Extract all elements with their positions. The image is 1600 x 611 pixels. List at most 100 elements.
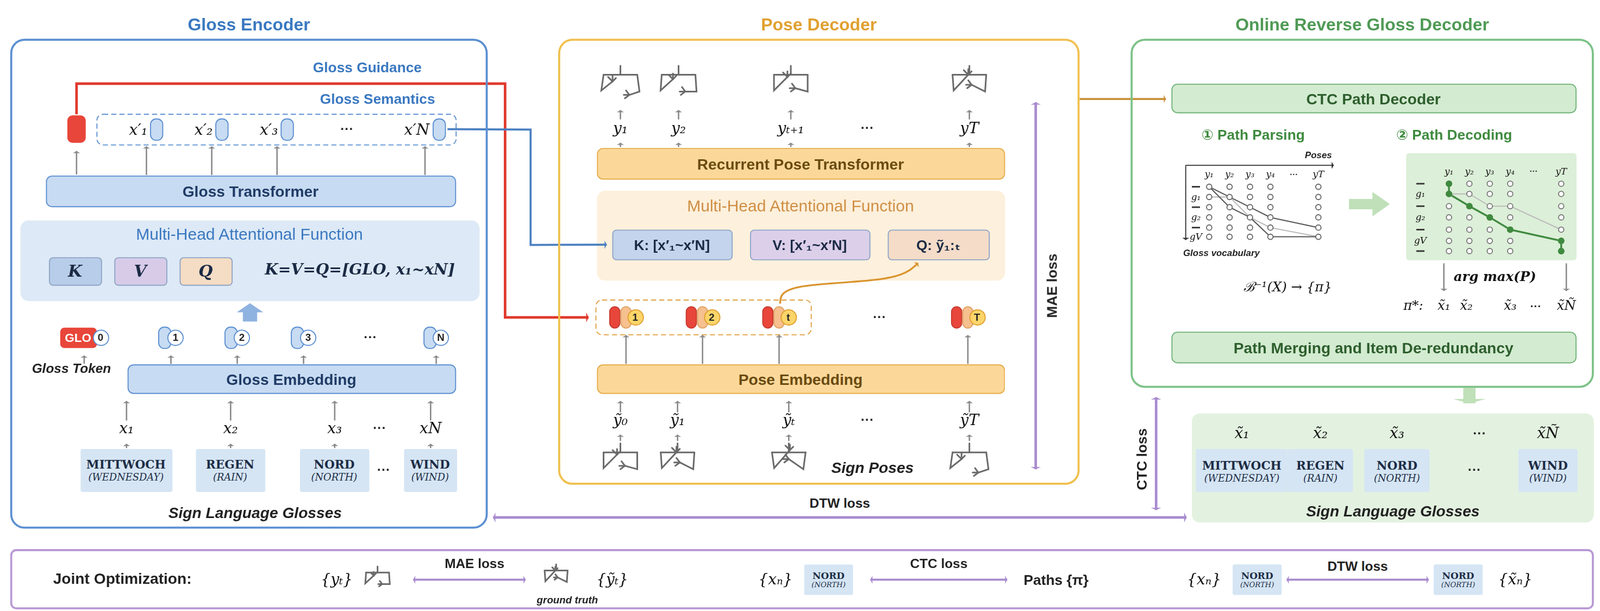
math-label: y₄ [1265, 169, 1275, 180]
pose-stroke [601, 74, 613, 91]
arrow [787, 110, 795, 120]
arrow [616, 110, 624, 120]
arrowhead [785, 434, 793, 437]
pose-stroke [791, 83, 796, 89]
pose-stroke [771, 450, 790, 468]
pose-stroke [975, 467, 979, 473]
arrow [785, 401, 793, 413]
arrow [427, 444, 435, 449]
math-label: x̃₃ [1503, 298, 1517, 314]
connector-line [276, 146, 278, 175]
connector [432, 355, 440, 364]
lattice-node [1206, 234, 1212, 240]
node-text: MITTWOCH [86, 457, 166, 472]
blank-mark [1191, 206, 1200, 209]
node-text: t [779, 308, 797, 325]
connector-line [413, 578, 526, 581]
node-text: NORD [1241, 570, 1274, 581]
arrow [330, 444, 339, 449]
arrowhead [673, 401, 681, 404]
arrowhead [300, 355, 308, 358]
pose-stroke [621, 461, 625, 466]
node-text: x′N [404, 120, 430, 139]
panel: Gloss Encoderx′₁x′₂x′₃x′NGloss Transform… [10, 38, 489, 529]
text-label: ··· [363, 329, 377, 346]
lattice-node [1247, 234, 1253, 240]
arrowhead [427, 401, 435, 404]
text-label: Poses [1304, 150, 1333, 161]
node-text: Q [198, 261, 213, 281]
pose-stroke [616, 451, 621, 455]
lattice-node [1486, 248, 1493, 254]
block-arrow [236, 303, 264, 322]
pose-stroke [978, 452, 989, 473]
math-label: {xₙ} [1186, 570, 1222, 589]
semantic-token: x′N [402, 116, 448, 142]
connector [779, 261, 919, 304]
best-path [1448, 183, 1562, 252]
lattice-node [1247, 194, 1253, 200]
connector [1079, 95, 1166, 104]
arrowhead [80, 355, 88, 358]
arrow [1185, 161, 1334, 170]
math-label: x̃Ñ [1556, 298, 1576, 314]
connector-line [334, 401, 336, 421]
text-label: ··· [872, 309, 886, 325]
node-text: NORD [812, 570, 845, 581]
connector-line [145, 146, 148, 175]
pose-stroke [555, 574, 558, 578]
math-label: arg max(P) [1453, 270, 1537, 286]
pose-stroke [785, 454, 789, 459]
text-label: ··· [1289, 169, 1298, 179]
value-box: V [113, 256, 167, 286]
connector-line [429, 401, 432, 421]
edge-label: DTW loss [1324, 558, 1391, 574]
arrowhead [1163, 95, 1166, 104]
arrow [965, 401, 973, 413]
guidance-token [67, 115, 86, 143]
dashed-group [595, 300, 811, 335]
node-text: (NORTH) [1373, 471, 1421, 484]
arrowhead [208, 146, 216, 149]
arrow [227, 444, 235, 449]
process-box: Recurrent Pose Transformer [596, 147, 1005, 179]
gloss-box: REGEN(RAIN) [195, 448, 266, 492]
arrowhead [1030, 466, 1041, 470]
sign-pose-figure [950, 443, 989, 477]
lattice-node [1206, 184, 1212, 190]
arrowhead [1440, 288, 1448, 291]
sign-pose-figure [603, 443, 638, 470]
math-label: y₁ [1444, 166, 1454, 177]
pose-stroke [661, 73, 696, 76]
pose-stroke [382, 572, 390, 584]
connector-line [447, 129, 607, 246]
connector [421, 146, 429, 175]
connector-line [1185, 164, 1334, 166]
node-text: T [969, 308, 986, 325]
arrow [965, 142, 973, 148]
process-box: Gloss Transformer [45, 175, 456, 207]
text-label: MAE loss [444, 556, 505, 572]
key-box: K: [x′₁~x′N] [611, 229, 733, 260]
node-text: Multi-Head Attentional Function [596, 196, 1005, 215]
arrowhead [421, 146, 429, 149]
arrow [330, 401, 339, 421]
arrow [1440, 263, 1448, 291]
text-label: CTC loss [1133, 428, 1150, 491]
text-label: ··· [860, 121, 874, 137]
connector-line [492, 516, 1187, 520]
node-text: REGEN [205, 457, 255, 472]
arrow [673, 434, 681, 441]
math-label: gV [1189, 231, 1203, 242]
band-fill [596, 190, 1005, 281]
math-label: y₁ [613, 119, 628, 137]
key-box: K [48, 256, 102, 286]
node-text: Recurrent Pose Transformer [697, 154, 904, 172]
node-text: 1 [627, 308, 644, 325]
arrow [413, 575, 526, 584]
arrowhead [167, 355, 175, 358]
gloss-box: MITTWOCH(WEDNESDAY) [79, 448, 172, 492]
lattice-node [1315, 194, 1322, 200]
lattice-node [1315, 204, 1322, 210]
connector [300, 355, 308, 364]
